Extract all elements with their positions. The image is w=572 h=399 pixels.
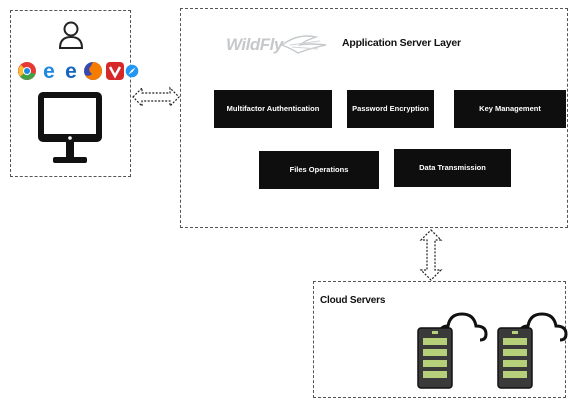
chrome-icon — [18, 62, 36, 80]
server-rack-icon — [417, 327, 453, 389]
application-server-box: WildFly Application Server Layer Multifa… — [180, 8, 568, 228]
monitor-icon — [38, 92, 102, 163]
svg-text:e: e — [43, 61, 55, 81]
cloud-server-1 — [417, 312, 488, 389]
svg-text:e: e — [65, 61, 77, 81]
multifactor-authentication-module: Multifactor Authentication — [214, 90, 332, 128]
cloud-servers-box: Cloud Servers — [313, 281, 568, 398]
client-server-connector-arrow — [132, 86, 180, 108]
wildfly-logo-text: WildFly — [226, 35, 283, 54]
firefox-icon — [84, 61, 103, 80]
user-icon — [58, 21, 84, 49]
vivaldi-icon — [106, 62, 124, 80]
edge-icon-2: e — [65, 61, 77, 81]
application-server-layer-title: Application Server Layer — [342, 37, 461, 49]
cloud-servers-title: Cloud Servers — [320, 295, 386, 306]
key-management-module: Key Management — [454, 90, 566, 128]
data-transmission-module: Data Transmission — [394, 149, 511, 187]
password-encryption-module: Password Encryption — [347, 90, 434, 128]
browser-icons: e e — [17, 61, 139, 81]
server-cloud-connector-arrow — [419, 229, 443, 281]
cloud-server-2 — [497, 312, 568, 389]
wildfly-wings-icon — [280, 35, 327, 54]
wildfly-logo: WildFly — [226, 31, 327, 59]
safari-icon — [125, 64, 139, 78]
edge-icon: e — [43, 61, 55, 81]
files-operations-module: Files Operations — [259, 151, 379, 189]
server-rack-icon — [497, 327, 533, 389]
client-box: e e — [10, 10, 139, 177]
